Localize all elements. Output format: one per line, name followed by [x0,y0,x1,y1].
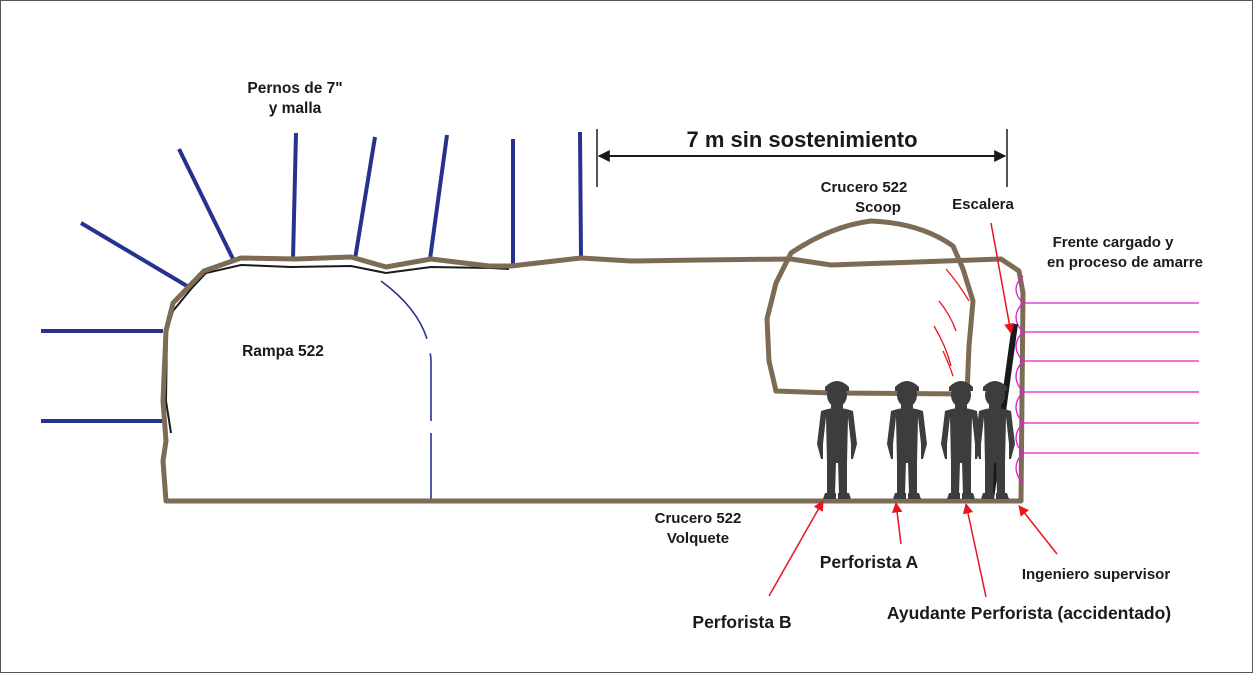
red-arrow-icon [990,222,1015,335]
bolt-7 [428,134,449,260]
label-pernos-line1: Pernos de 7" [247,80,342,97]
label-unsupported-span: 7 m sin sostenimiento [686,127,917,152]
label-crucero-volquete-line2: Volquete [667,530,729,547]
label-rampa: Rampa 522 [242,343,324,360]
bolt-9 [578,131,583,258]
bolt-6 [353,136,377,260]
label-pernos-line2: y malla [269,100,322,117]
label-crucero-scoop-line1: Crucero 522 [821,179,908,196]
label-frente-line1: Frente cargado y [1053,234,1175,251]
red-arrow-icon [962,502,987,598]
label-crucero-scoop-line2: Scoop [855,199,901,216]
label-ingeniero: Ingeniero supervisor [1022,566,1171,583]
label-perforista-b: Perforista B [692,612,791,632]
label-frente-line2: en proceso de amarre [1047,254,1203,271]
ramp-boundary [380,280,432,421]
label-crucero-volquete-line1: Crucero 522 [655,510,742,527]
bolt-4 [177,148,236,262]
worker-ayudante-icon [941,381,981,499]
label-perforista-a: Perforista A [820,552,919,572]
pointer-arrows [768,222,1058,598]
labels: Pernos de 7" y malla 7 m sin sostenimien… [242,80,1203,632]
red-arrow-icon [1018,505,1058,555]
rock-bolts [41,131,583,423]
crucero-scoop-outline [764,218,976,397]
label-ayudante: Ayudante Perforista (accidentado) [887,603,1171,623]
double-headed-arrow-icon [596,129,1008,187]
worker-perforista-b-icon [817,381,857,499]
worker-perforista-a-icon [887,381,927,499]
rock-fractures [933,268,970,377]
workers [817,381,1015,499]
bolt-5 [291,132,298,260]
charged-face [1015,275,1199,484]
wire-mesh [164,263,510,434]
red-arrow-icon [891,501,903,545]
tunnel-outline [160,254,1026,504]
red-arrow-icon [768,500,824,597]
bolt-3 [79,221,189,288]
label-escalera: Escalera [952,196,1014,213]
